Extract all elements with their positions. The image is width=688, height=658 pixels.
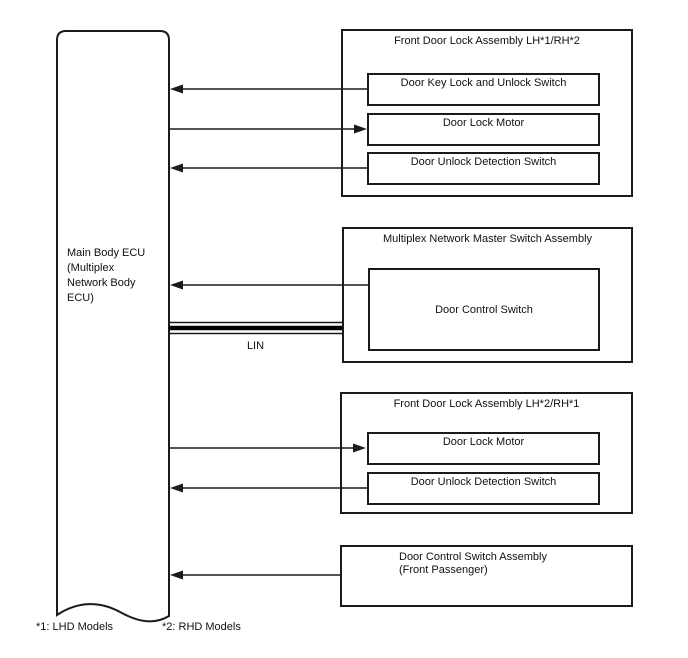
assembly-title: Front Door Lock Assembly LH*1/RH*2 xyxy=(394,35,580,47)
component-label: Door Unlock Detection Switch xyxy=(410,476,557,488)
assembly-box-front-door-lock-1: Front Door Lock Assembly LH*1/RH*2 Door … xyxy=(341,29,633,197)
ecu-outline xyxy=(56,30,170,623)
component-label: Door Key Lock and Unlock Switch xyxy=(400,77,567,89)
footnote-rhd-models: *2: RHD Models xyxy=(162,621,241,633)
component-box-door-lock-motor-2: Door Lock Motor xyxy=(367,432,600,465)
arrow-door-unlock-detection-switch-2-to-ecu xyxy=(170,483,368,493)
arrow-door-control-switch-to-ecu xyxy=(170,280,368,290)
lin-bus-label: LIN xyxy=(246,340,265,352)
arrow-door-control-switch-assembly-to-ecu xyxy=(170,570,340,580)
component-label: Door Lock Motor xyxy=(442,117,525,129)
component-label: Door Control Switch xyxy=(435,303,533,316)
assembly-subtitle: (Front Passenger) xyxy=(399,564,488,576)
component-box-door-lock-motor-1: Door Lock Motor xyxy=(367,113,600,146)
component-label: Door Unlock Detection Switch xyxy=(410,156,557,168)
lin-bus xyxy=(169,321,342,335)
component-box-door-key-lock-unlock-switch: Door Key Lock and Unlock Switch xyxy=(367,73,600,106)
assembly-title: Door Control Switch Assembly xyxy=(399,551,547,563)
assembly-title: Front Door Lock Assembly LH*2/RH*1 xyxy=(393,398,580,410)
component-box-door-control-switch: Door Control Switch xyxy=(368,268,600,351)
assembly-title-block: Door Control Switch Assembly (Front Pass… xyxy=(399,551,547,577)
assembly-box-multiplex-network-master-switch: Multiplex Network Master Switch Assembly… xyxy=(342,227,633,363)
ecu-label: Main Body ECU (Multiplex Network Body EC… xyxy=(67,247,146,304)
assembly-title: Multiplex Network Master Switch Assembly xyxy=(382,233,593,245)
component-label: Door Lock Motor xyxy=(442,436,525,448)
arrow-door-unlock-detection-switch-1-to-ecu xyxy=(170,163,367,173)
assembly-box-front-door-lock-2: Front Door Lock Assembly LH*2/RH*1 Door … xyxy=(340,392,633,514)
assembly-box-door-control-switch-front-passenger: Door Control Switch Assembly (Front Pass… xyxy=(340,545,633,607)
arrow-door-key-lock-switch-to-ecu xyxy=(170,84,367,94)
arrow-ecu-to-door-lock-motor-2 xyxy=(169,443,366,453)
component-box-door-unlock-detection-switch-1: Door Unlock Detection Switch xyxy=(367,152,600,185)
footnote-lhd-models: *1: LHD Models xyxy=(36,621,114,633)
arrow-ecu-to-door-lock-motor-1 xyxy=(169,124,367,134)
